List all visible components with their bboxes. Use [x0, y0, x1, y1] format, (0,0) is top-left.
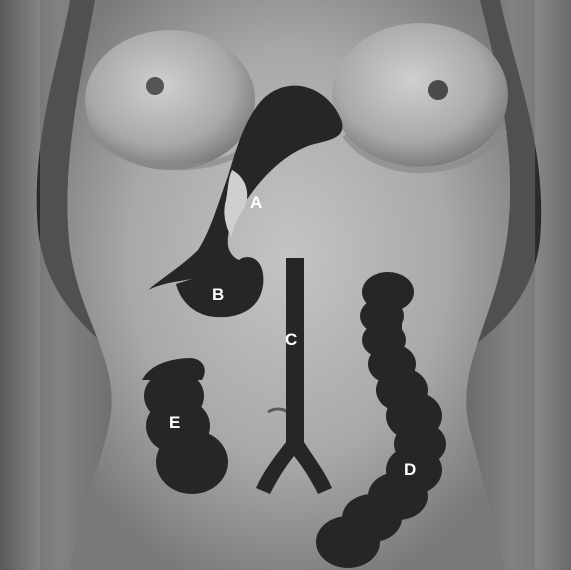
label-c: C [285, 330, 297, 349]
right-nipple [428, 80, 448, 100]
label-a: A [250, 193, 262, 212]
label-b: B [212, 285, 224, 304]
label-e: E [169, 413, 180, 432]
label-d: D [404, 460, 416, 479]
right-breast [332, 23, 508, 167]
left-nipple [146, 77, 164, 95]
